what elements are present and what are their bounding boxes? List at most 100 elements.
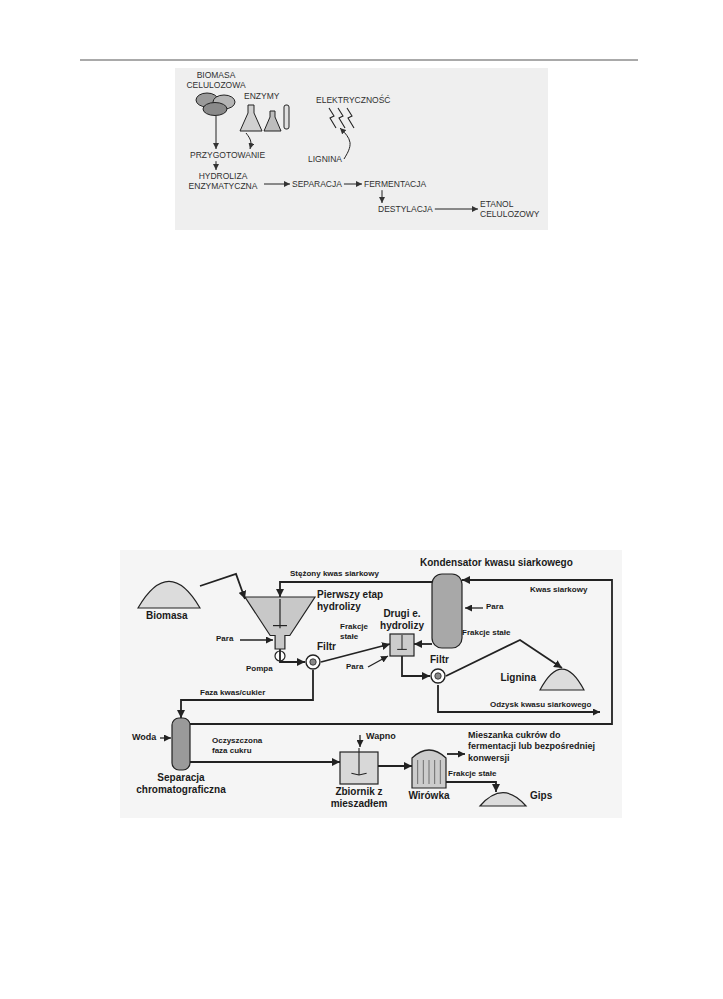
process-box: FERMENTACJA — [362, 178, 428, 190]
node-label: BIOMASA CELULOZOWA — [186, 70, 246, 90]
edge-label: Stężony kwas siarkowy — [290, 569, 379, 579]
equipment-node: Separacja chromatograficzna — [172, 718, 190, 770]
centrifuge-rib — [423, 760, 424, 784]
equipment-node: Lignina — [540, 668, 584, 690]
flow-arrow — [382, 190, 383, 203]
process-box: HYDROLIZA ENZYMATYCZNA — [182, 170, 264, 192]
node-label: LIGNINA — [306, 153, 344, 165]
callout-label: Woda — [132, 732, 156, 743]
equipment-node: Filtr — [430, 668, 446, 684]
node-label: Filtr — [317, 641, 336, 653]
node-label: PRZYGOTOWANIE — [188, 149, 267, 161]
equipment-node: Wirówka — [412, 748, 446, 788]
diagram-ground — [120, 550, 622, 818]
callout-label: Wapno — [366, 731, 396, 742]
equipment-node: Filtr — [305, 654, 321, 670]
equipment-symbol — [340, 748, 378, 784]
node-label: DESTYLACJA — [376, 203, 435, 215]
node-label: Drugi e. hydrolizy — [374, 608, 430, 632]
node-label: ETANOL CELULOZOWY — [478, 198, 546, 220]
callout-label: Mieszanka cukrów do fermentacji lub bezp… — [468, 730, 608, 764]
node-label: HYDROLIZA ENZYMATYCZNA — [182, 170, 264, 192]
callout-label: Odzysk kwasu siarkowego — [490, 700, 591, 710]
node-label: Biomasa — [146, 610, 188, 622]
callout-label: Para — [216, 634, 233, 644]
filter-hub — [435, 673, 441, 679]
edge-label: Frakcje stałe — [448, 769, 496, 779]
equipment-node: ELEKTRYCZNOŚĆ — [325, 108, 355, 128]
stirrer-blade — [397, 649, 407, 650]
flow-arrow — [414, 643, 432, 645]
hopper-icon — [245, 597, 315, 649]
steam-arrow — [240, 639, 273, 640]
edge-label: Frakcje stałe — [462, 628, 510, 638]
node-label: Filtr — [430, 654, 449, 666]
lime-arrow — [359, 735, 360, 747]
steam-arrow — [465, 607, 483, 608]
test-tube-icon — [284, 105, 289, 129]
centrifuge-rib — [429, 760, 430, 784]
node-label: ENZYMY — [244, 91, 279, 101]
callout-label: Para — [486, 602, 503, 612]
equipment-node: ENZYMY — [240, 103, 290, 133]
steam-arrow — [368, 656, 388, 667]
stirrer-blade — [351, 773, 366, 775]
lightning-icon — [329, 108, 336, 128]
node-label: Zbiornik z mieszadłem — [324, 786, 394, 810]
flow-arrow — [190, 761, 340, 763]
equipment-symbol — [325, 108, 355, 128]
node-label: Wirówka — [399, 790, 459, 802]
process-box: SEPARACJA — [290, 178, 344, 190]
centrifuge-icon — [412, 750, 446, 788]
pile-icon — [540, 669, 584, 690]
equipment-node: Drugi e. hydrolizy — [390, 634, 414, 656]
centrifuge-rib — [434, 760, 435, 784]
equipment-node: Gips — [480, 792, 526, 806]
equipment-symbol — [172, 718, 190, 770]
equipment-node: BIOMASA CELULOZOWA — [195, 92, 237, 116]
edge-label: Kwas siarkowy — [530, 585, 587, 595]
flow-arrow — [181, 670, 313, 718]
condenser-icon — [432, 574, 462, 648]
stirrer-shaft — [279, 599, 280, 628]
node-label: Separacja chromatograficzna — [126, 772, 236, 796]
lightning-icon — [347, 108, 354, 128]
stirrer-shaft — [402, 635, 403, 649]
node-label: Pierwszy etap hydrolizy — [317, 589, 395, 613]
equipment-symbol — [138, 580, 200, 608]
centrifuge-rib — [417, 760, 418, 784]
stirrer-blade — [273, 625, 287, 626]
equipment-symbol — [432, 574, 462, 648]
equipment-symbol — [390, 634, 414, 656]
edge-label: Frakcje stałe — [340, 622, 374, 642]
flow-arrow — [435, 209, 478, 210]
flask-icon — [240, 105, 262, 131]
tank-icon — [390, 634, 414, 656]
flask-icon — [264, 111, 281, 131]
flow-arrow — [446, 640, 562, 676]
node-label: SEPARACJA — [290, 178, 344, 190]
node-label: Gips — [530, 790, 552, 802]
column-icon — [172, 718, 190, 770]
flow-arrow — [216, 161, 217, 170]
pile-icon — [138, 581, 200, 608]
equipment-symbol — [245, 597, 315, 649]
flow-arrow — [190, 580, 612, 724]
flow-arrow — [378, 765, 412, 767]
lightning-icon — [338, 108, 345, 128]
biomass-icon — [203, 103, 227, 116]
output-arrow — [447, 753, 465, 755]
flow-arrow — [344, 184, 362, 185]
callout-label: Para — [346, 662, 363, 672]
equipment-symbol — [305, 654, 321, 670]
flow-arrow — [280, 649, 305, 662]
equipment-symbol — [540, 668, 584, 690]
process-box: ETANOL CELULOZOWY — [478, 198, 546, 220]
flow-arrow — [246, 133, 251, 149]
edge-label: Faza kwas/cukier — [200, 688, 265, 698]
edge-label: Oczyszczona faza cukru — [212, 736, 276, 756]
water-arrow — [160, 737, 171, 738]
equipment-node: Biomasa — [138, 580, 200, 608]
filter-icon — [306, 655, 320, 669]
